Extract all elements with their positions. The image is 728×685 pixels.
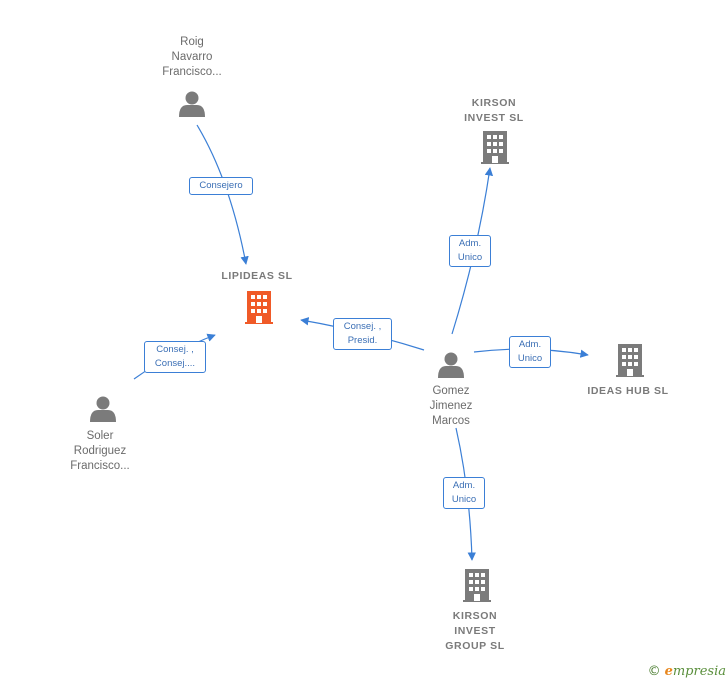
node-label-ideas-hub[interactable]: IDEAS HUB SL bbox=[587, 385, 669, 397]
node-label-kirson-group[interactable]: KIRSON INVEST GROUP SL bbox=[445, 610, 505, 652]
edge-label-consej-consej: Consej. , Consej.... bbox=[144, 341, 206, 373]
node-label-gomez[interactable]: Gomez Jimenez Marcos bbox=[429, 385, 473, 427]
node-label-roig[interactable]: Roig Navarro Francisco... bbox=[162, 36, 222, 78]
building-icon-focus bbox=[245, 291, 273, 324]
copyright-icon: © bbox=[647, 664, 661, 679]
building-icon bbox=[481, 131, 509, 164]
edge-label-consejero: Consejero bbox=[189, 177, 253, 195]
person-icon bbox=[90, 396, 116, 422]
edge-label-adm-unico-group: Adm. Unico bbox=[443, 477, 485, 509]
edge-label-consej-presid: Consej. , Presid. bbox=[333, 318, 392, 350]
node-label-soler[interactable]: Soler Rodriguez Francisco... bbox=[70, 430, 130, 472]
edge-label-adm-unico-kirson: Adm. Unico bbox=[449, 235, 491, 267]
brand-name: mpresia bbox=[672, 664, 726, 679]
empresia-logo: ©empresia bbox=[648, 664, 726, 679]
node-label-kirson-invest[interactable]: KIRSON INVEST SL bbox=[464, 97, 524, 124]
person-icon bbox=[179, 91, 205, 117]
building-icon bbox=[463, 569, 491, 602]
edge-label-adm-unico-ideas: Adm. Unico bbox=[509, 336, 551, 368]
node-label-lipideas[interactable]: LIPIDEAS SL bbox=[221, 270, 293, 282]
brand-initial: e bbox=[664, 664, 673, 679]
building-icon bbox=[616, 344, 644, 377]
person-icon bbox=[438, 352, 464, 378]
